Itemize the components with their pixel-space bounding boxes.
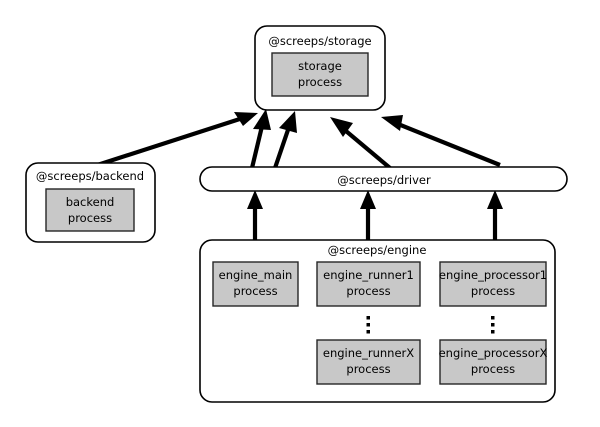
engine-runner1-process-box[interactable]: engine_runner1 process: [316, 261, 421, 307]
engine-main-process-box[interactable]: engine_main process: [212, 261, 299, 307]
arrow-driver-to-storage-far-right: [381, 115, 501, 167]
engine-processorx-line1: engine_processorX: [439, 346, 548, 360]
engine-processorx-line2: process: [471, 362, 515, 376]
package-driver[interactable]: @screeps/driver: [199, 166, 568, 192]
backend-package-label: @screeps/backend: [36, 169, 144, 183]
engine-runner1-line2: process: [346, 284, 390, 298]
engine-main-line2: process: [233, 284, 277, 298]
processor-column-ellipsis-icon: [491, 316, 495, 334]
engine-processorx-rect: [439, 339, 547, 385]
engine-runnerx-rect: [316, 339, 421, 385]
arrow-engine-to-driver-left: [247, 190, 263, 240]
storage-process-box[interactable]: storage process: [271, 52, 369, 97]
storage-process-line1: storage: [298, 59, 342, 73]
arrow-driver-to-storage-mid: [273, 111, 297, 169]
runner-column-ellipsis-icon: [366, 316, 370, 334]
engine-runnerx-process-box[interactable]: engine_runnerX process: [316, 339, 421, 385]
driver-package-label: @screeps/driver: [337, 173, 431, 187]
package-backend[interactable]: @screeps/backend backend process: [25, 162, 156, 243]
backend-process-box[interactable]: backend process: [45, 188, 135, 232]
engine-runnerx-line1: engine_runnerX: [323, 346, 414, 360]
package-engine[interactable]: @screeps/engine engine_main process engi…: [199, 239, 556, 403]
engine-runnerx-line2: process: [346, 362, 390, 376]
engine-processor1-rect: [439, 261, 547, 307]
engine-runner1-rect: [316, 261, 421, 307]
storage-process-line2: process: [298, 75, 342, 89]
engine-main-line1: engine_main: [219, 268, 293, 282]
storage-process-rect: [271, 52, 369, 97]
driver-container-shape: [199, 166, 568, 192]
engine-runner1-line1: engine_runner1: [323, 268, 414, 282]
backend-process-line1: backend: [66, 195, 115, 209]
engine-processorx-process-box[interactable]: engine_processorX process: [439, 339, 548, 385]
arrow-engine-to-driver-right: [487, 190, 503, 240]
arrow-engine-to-driver-mid: [360, 190, 376, 240]
arrow-backend-to-storage: [87, 112, 258, 170]
package-storage[interactable]: @screeps/storage storage process: [254, 25, 386, 111]
storage-package-label: @screeps/storage: [268, 34, 371, 48]
backend-process-rect: [45, 188, 135, 232]
engine-main-rect: [212, 261, 299, 307]
backend-process-line2: process: [68, 211, 112, 225]
arrow-driver-to-storage-left: [249, 109, 271, 169]
engine-processor1-line1: engine_processor1: [439, 268, 547, 282]
engine-processor1-process-box[interactable]: engine_processor1 process: [439, 261, 547, 307]
arrow-driver-to-storage-right-mid: [330, 117, 392, 170]
engine-package-label: @screeps/engine: [328, 243, 427, 257]
engine-processor1-line2: process: [471, 284, 515, 298]
